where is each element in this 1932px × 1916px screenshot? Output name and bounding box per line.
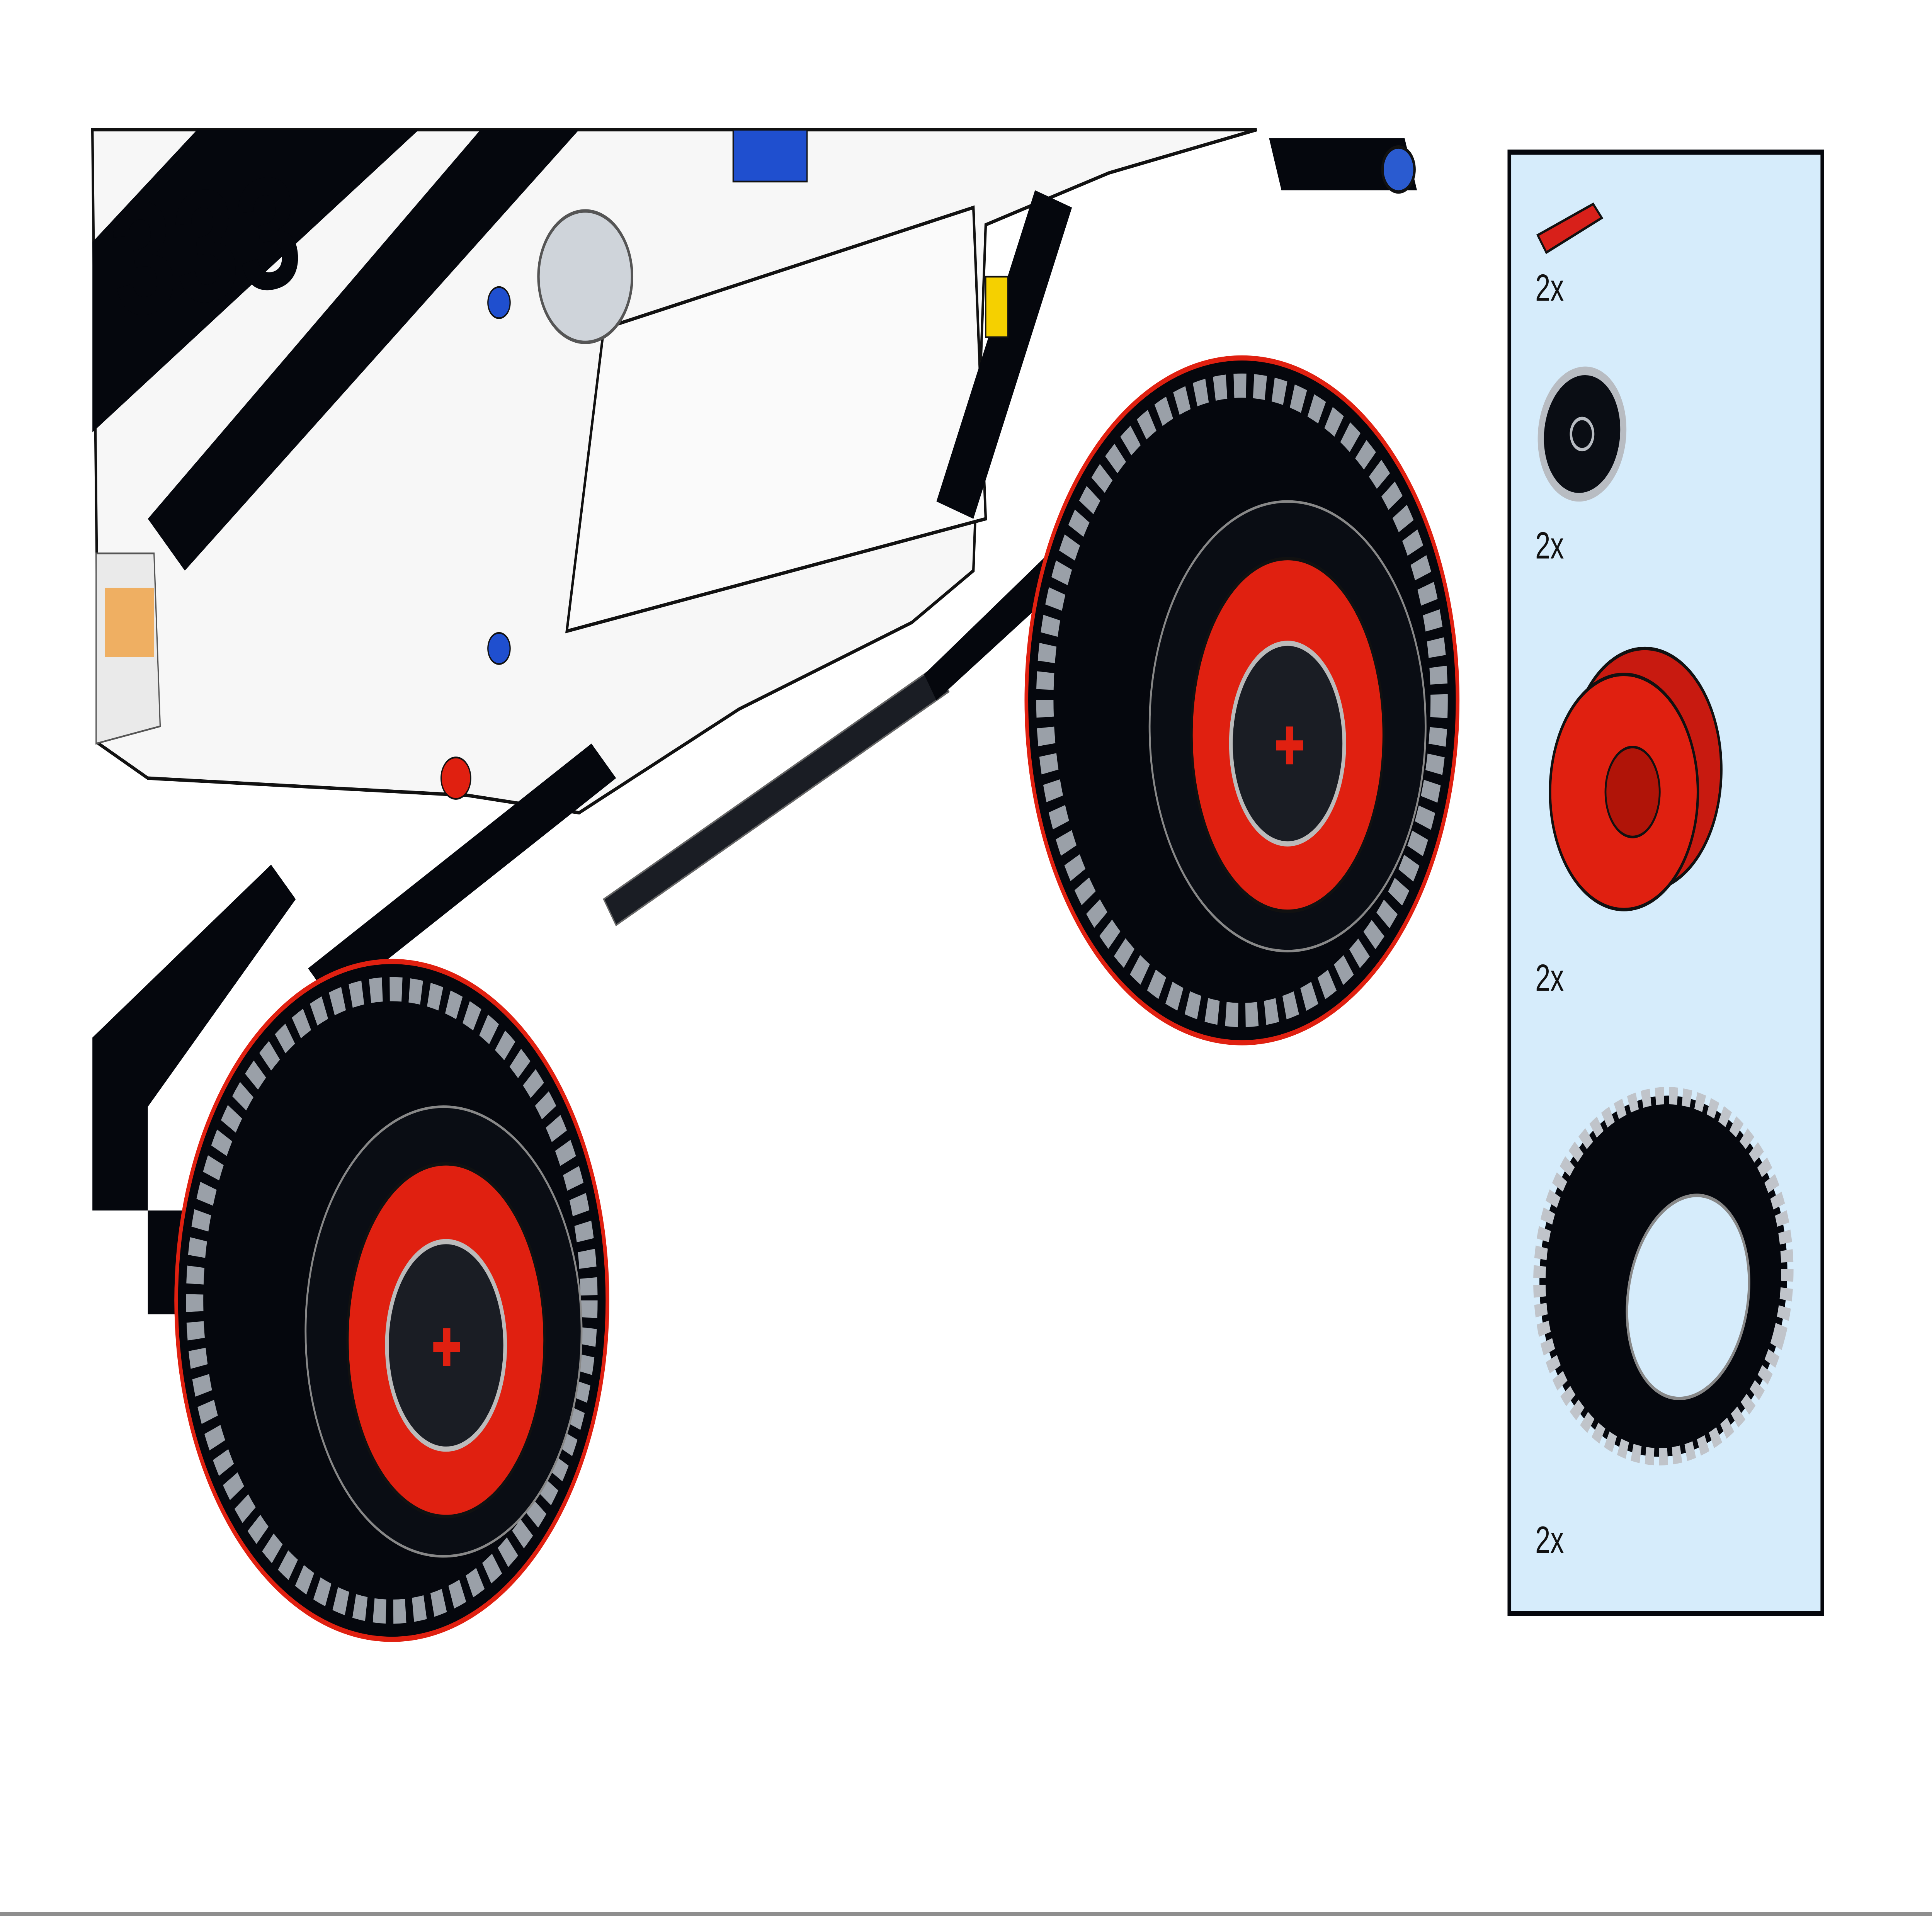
vehicle-decal-number: 333 bbox=[103, 139, 308, 352]
body-stripe bbox=[92, 129, 419, 432]
red-axle-end bbox=[440, 757, 471, 800]
wheel-hub-icon bbox=[1537, 366, 1627, 502]
suspension-strut bbox=[936, 190, 1072, 519]
wheel-left: ✚ bbox=[174, 959, 609, 1642]
part-item-wheel-hub: 2x bbox=[1535, 366, 1627, 567]
side-panel bbox=[565, 205, 987, 634]
tire-tread bbox=[186, 977, 598, 1624]
axle-cross-icon: ✚ bbox=[1274, 717, 1305, 777]
part-quantity: 2x bbox=[1535, 1519, 1564, 1561]
gray-hub bbox=[537, 209, 634, 344]
axle-end bbox=[1381, 145, 1416, 194]
tire-tread bbox=[1036, 373, 1448, 1027]
blue-pin bbox=[487, 632, 511, 665]
rim-center bbox=[1604, 746, 1661, 838]
part-quantity: 2x bbox=[1535, 267, 1564, 309]
chassis-beam bbox=[308, 743, 616, 1003]
top-axle bbox=[1269, 138, 1417, 190]
hub-center bbox=[1570, 417, 1595, 452]
part-quantity: 2x bbox=[1535, 525, 1564, 567]
axle-cross-icon: ✚ bbox=[431, 1319, 462, 1379]
gray-hub bbox=[1229, 641, 1346, 847]
part-item-axle-connector: 2x bbox=[1535, 202, 1604, 309]
blue-pin bbox=[487, 286, 511, 319]
steering-link bbox=[603, 665, 950, 927]
orange-light bbox=[105, 588, 154, 657]
yellow-element bbox=[985, 275, 1009, 338]
chassis-beam bbox=[92, 864, 296, 1314]
part-item-tire: 2x bbox=[1533, 1087, 1794, 1561]
parts-list-panel: 2x 2x 2x 2x bbox=[1507, 150, 1824, 1616]
body-stripe bbox=[148, 129, 579, 571]
blue-brick bbox=[732, 129, 808, 183]
tire-inner bbox=[1626, 1193, 1750, 1401]
axle-connector-icon bbox=[1536, 202, 1604, 254]
page-bottom-edge bbox=[0, 1912, 1932, 1916]
model-illustration: 333 bbox=[91, 128, 1417, 1314]
wheel-right: ✚ bbox=[1024, 355, 1460, 1046]
part-quantity: 2x bbox=[1535, 957, 1564, 999]
gray-hub bbox=[385, 1239, 507, 1452]
part-item-rim: 2x bbox=[1535, 646, 1723, 999]
